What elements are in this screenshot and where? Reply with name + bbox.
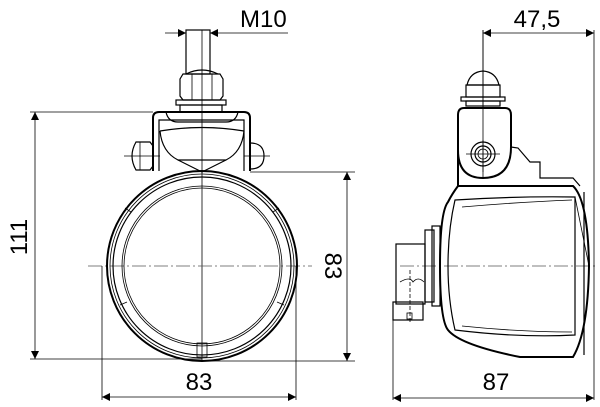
dim-label-87: 87 [483,369,510,396]
dim-87: 87 [393,369,594,402]
dim-label-83-vertical: 83 [319,253,346,280]
dim-m10: M10 [165,6,288,37]
nut-icon [175,69,227,113]
dim-47-5: 47,5 [483,6,594,37]
dim-111: 111 [6,112,39,359]
mounting-stud [185,29,211,75]
side-bracket [457,107,581,187]
lens [121,185,283,347]
dim-label-111: 111 [6,219,33,255]
side-bolt-right-icon [244,142,270,170]
lamp-housing-side [424,185,591,358]
dim-label-47-5: 47,5 [514,6,561,33]
side-bolt-left-icon [124,141,160,171]
mounting-bracket [152,111,251,173]
dim-label-m10: M10 [240,6,287,33]
connector-plug-icon [392,243,426,322]
dim-83-horizontal: 83 [102,369,296,401]
dim-83-vertical: 83 [319,172,351,361]
side-view: 47,5 87 [392,6,598,402]
front-view: M10 111 83 83 [6,6,355,401]
dim-label-83-horizontal: 83 [186,369,213,396]
